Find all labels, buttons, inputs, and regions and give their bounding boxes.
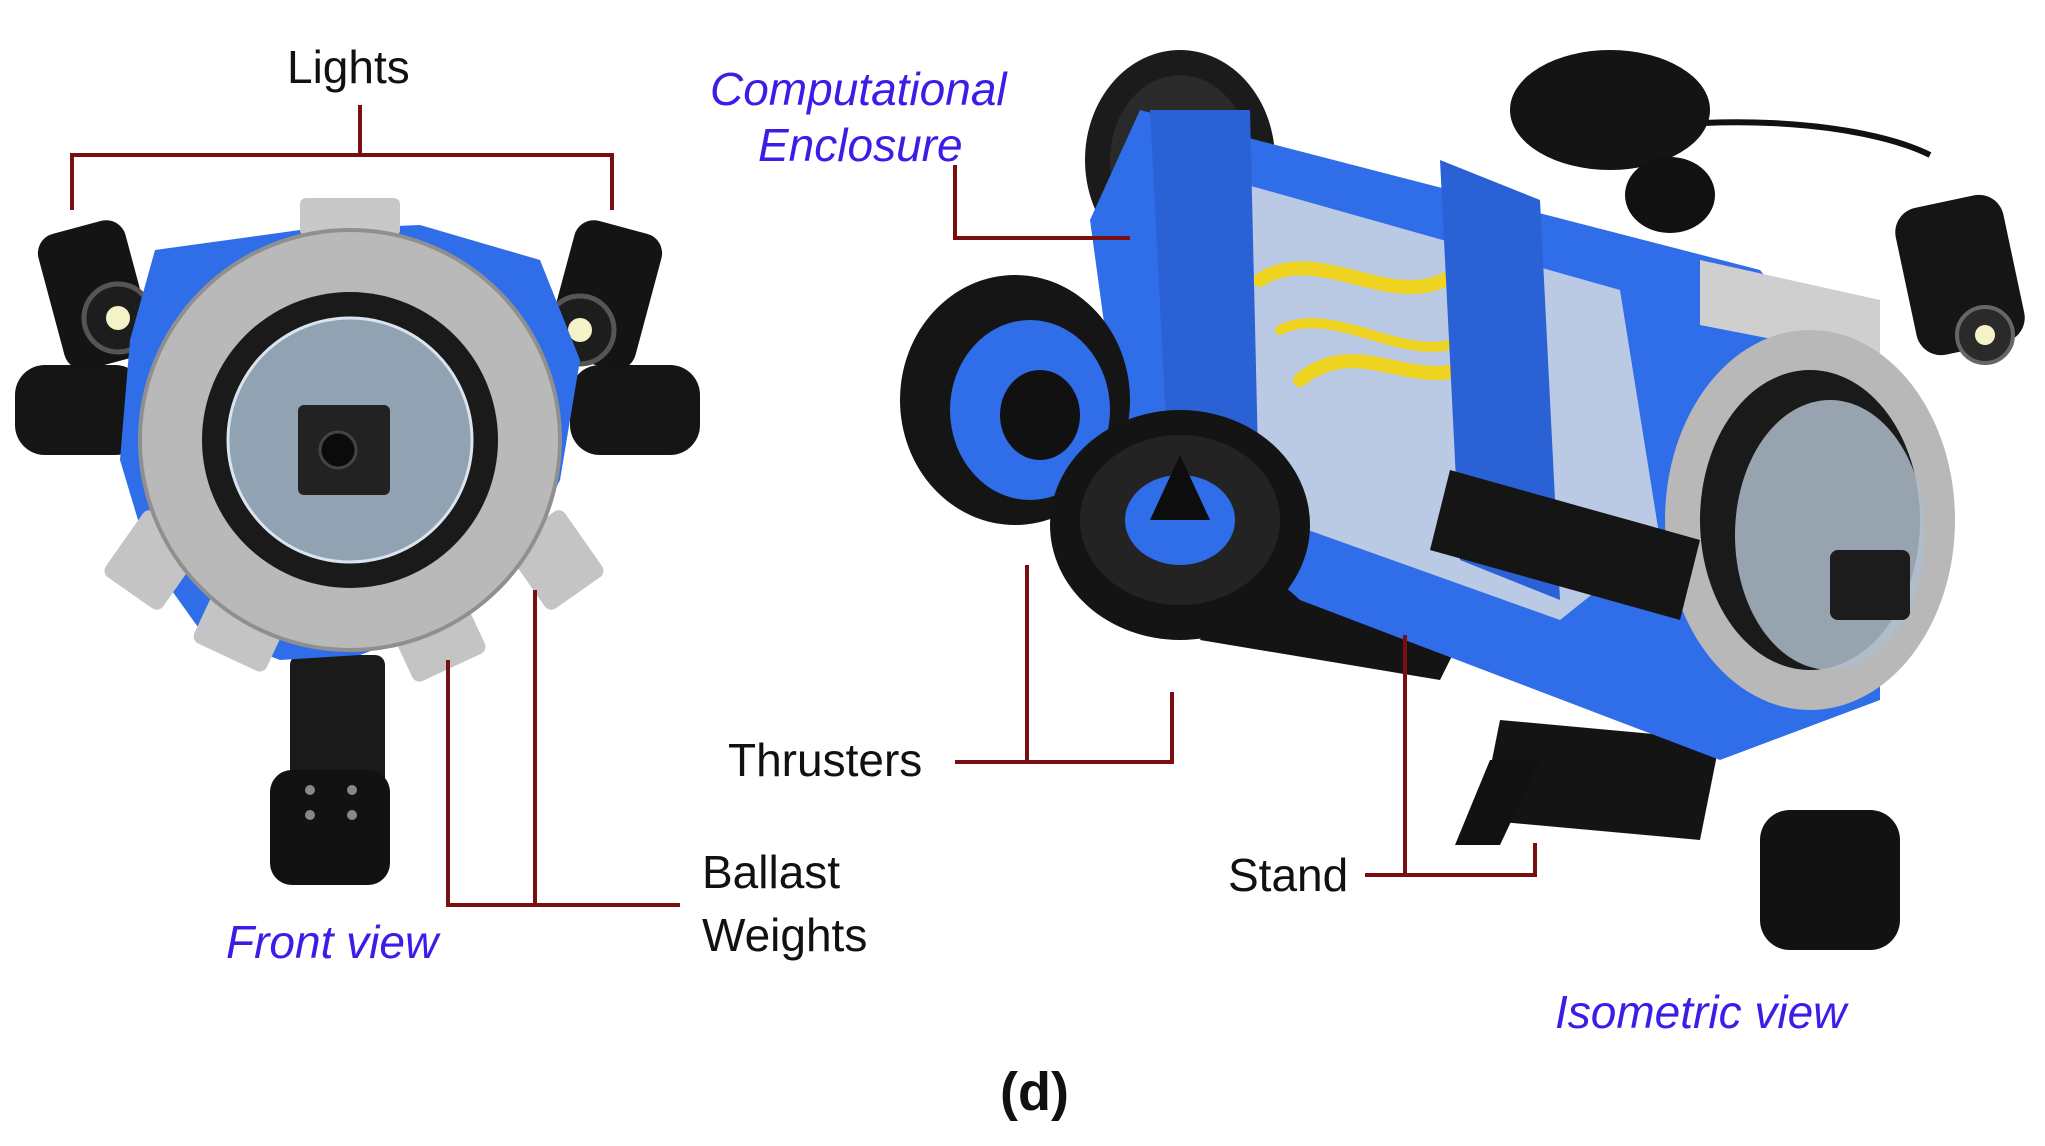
- iso-camera-module: [1830, 550, 1910, 620]
- leader-stand: [1365, 635, 1537, 877]
- label-computational-line2: Enclosure: [758, 119, 963, 171]
- leader-thrusters: [955, 565, 1174, 764]
- leader-computational: [953, 165, 1130, 240]
- iso-camera-dome: [1735, 400, 1925, 670]
- iso-side-cylinder: [1430, 470, 1700, 620]
- front-right-thruster: [570, 365, 700, 455]
- iso-stand-foot: [1760, 810, 1900, 950]
- label-stand: Stand: [1228, 849, 1349, 901]
- front-view-rov: [15, 198, 700, 885]
- iso-thruster-front: [1050, 410, 1310, 640]
- label-isometric-view: Isometric view: [1555, 986, 1847, 1038]
- label-front-view: Front view: [226, 916, 439, 968]
- figure-caption: (d): [1000, 1062, 1069, 1122]
- front-stand-post: [290, 655, 385, 805]
- label-thrusters: Thrusters: [728, 734, 923, 786]
- front-left-thruster: [15, 365, 145, 455]
- label-lights: Lights: [287, 41, 410, 93]
- leader-lines: [70, 105, 1537, 907]
- iso-stand-leg-right: [1480, 720, 1720, 840]
- label-ballast-line2: Weights: [702, 909, 868, 961]
- iso-rear-thruster: [1510, 50, 1710, 170]
- label-computational-line1: Computational: [710, 63, 1007, 115]
- label-ballast-line1: Ballast: [702, 846, 841, 898]
- front-stand-foot: [270, 770, 390, 885]
- leader-ballast: [446, 590, 680, 907]
- iso-stand-base: [1455, 760, 1540, 845]
- front-ballast-top: [300, 198, 400, 236]
- isometric-view-rov: [900, 50, 2025, 950]
- leader-lights: [70, 105, 614, 210]
